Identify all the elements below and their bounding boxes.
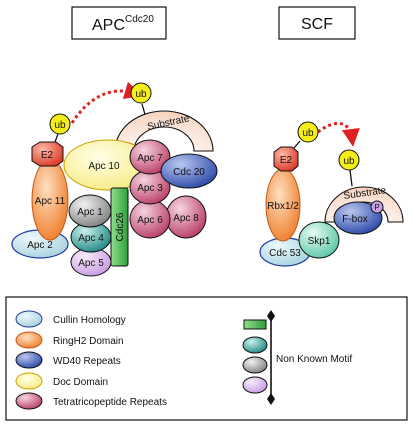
- apc-transfer-arrow: [70, 81, 143, 124]
- apc8-label: Apc 8: [173, 213, 199, 224]
- legend-box: [5, 296, 408, 421]
- apc-title: APC: [92, 17, 125, 34]
- cdc53-label: Cdc 53: [269, 248, 301, 259]
- legend-item-wd40: WD40 Repeats: [15, 351, 121, 369]
- unknown-swatch-grey: [242, 356, 268, 374]
- cdc26-label: Cdc26: [115, 212, 126, 241]
- scf-e2: [273, 146, 299, 172]
- cdc26: [110, 187, 129, 267]
- apc3-label: Apc 3: [137, 183, 163, 194]
- legend-item-tpr: Tetratricopeptide Repeats: [15, 392, 167, 410]
- svg-text:RingH2 Domain: RingH2 Domain: [53, 336, 124, 347]
- phospho-label: P: [374, 203, 379, 212]
- apc7: [129, 139, 171, 175]
- rbx-label: Rbx1/2: [267, 201, 299, 212]
- legend: Cullin Homology RingH2 Domain WD40 Repea…: [5, 296, 408, 421]
- apc6-label: Apc 6: [137, 215, 163, 226]
- apc5-label: Apc 5: [78, 258, 104, 269]
- unknown-swatch-green: [243, 319, 267, 330]
- apc-title-box: APC Cdc20: [71, 6, 167, 40]
- svg-text:ub: ub: [54, 120, 66, 131]
- scf-e2-label: E2: [280, 155, 293, 166]
- svg-text:ub: ub: [343, 156, 355, 167]
- unknown-bracket-bottom: [267, 393, 275, 405]
- svg-text:ub: ub: [302, 128, 314, 139]
- apc-complex: ub Substrate Apc 2 Apc 11 E2 ub Apc 10 A…: [11, 81, 218, 277]
- apc-substrate: [114, 110, 214, 152]
- apc4-label: Apc 4: [78, 233, 104, 244]
- scf-ub: ub: [293, 121, 319, 149]
- legend-item-ringh2: RingH2 Domain: [15, 331, 124, 349]
- legend-item-cullin: Cullin Homology: [15, 310, 126, 328]
- apc-ub: ub: [49, 113, 71, 143]
- skp1: [298, 221, 340, 259]
- apc-e2: [31, 141, 64, 167]
- svg-text:Tetratricopeptide Repeats: Tetratricopeptide Repeats: [53, 397, 167, 408]
- apc-ub-target: ub: [130, 82, 152, 119]
- cdc20-label: Cdc 20: [173, 167, 205, 178]
- apc1-label: Apc 1: [77, 207, 103, 218]
- apc11-label: Apc 11: [35, 196, 66, 207]
- svg-text:Doc Domain: Doc Domain: [53, 377, 108, 388]
- apc-title-superscript: Cdc20: [125, 14, 154, 25]
- scf-transfer-arrow: [317, 122, 360, 147]
- scf-title: SCF: [301, 16, 333, 33]
- legend-item-doc: Doc Domain: [15, 372, 108, 390]
- legend-unknown-motifs: Non Known Motif: [242, 310, 352, 405]
- unknown-bracket-top: [267, 310, 275, 322]
- apc-e2-label: E2: [41, 150, 54, 161]
- fbox: [333, 201, 383, 235]
- unknown-motif-label: Non Known Motif: [276, 354, 352, 365]
- apc10-label: Apc 10: [88, 161, 120, 172]
- skp1-label: Skp1: [308, 236, 331, 247]
- unknown-swatch-lilac: [242, 376, 268, 394]
- scf-complex: ub Substrate Cdc 53 Rbx1/2 E2 ub Skp1 F-…: [259, 121, 404, 267]
- svg-text:ub: ub: [135, 89, 147, 100]
- apc2-label: Apc 2: [27, 240, 53, 251]
- phospho-marker: [370, 200, 384, 214]
- cdc20: [160, 153, 218, 189]
- apc7-label: Apc 7: [137, 153, 163, 164]
- scf-title-box: SCF: [278, 6, 356, 40]
- scf-ub-target: ub: [338, 149, 360, 187]
- fbox-label: F-box: [342, 214, 368, 225]
- svg-text:WD40 Repeats: WD40 Repeats: [53, 356, 121, 367]
- svg-text:Cullin Homology: Cullin Homology: [53, 315, 126, 326]
- unknown-swatch-teal: [242, 336, 268, 354]
